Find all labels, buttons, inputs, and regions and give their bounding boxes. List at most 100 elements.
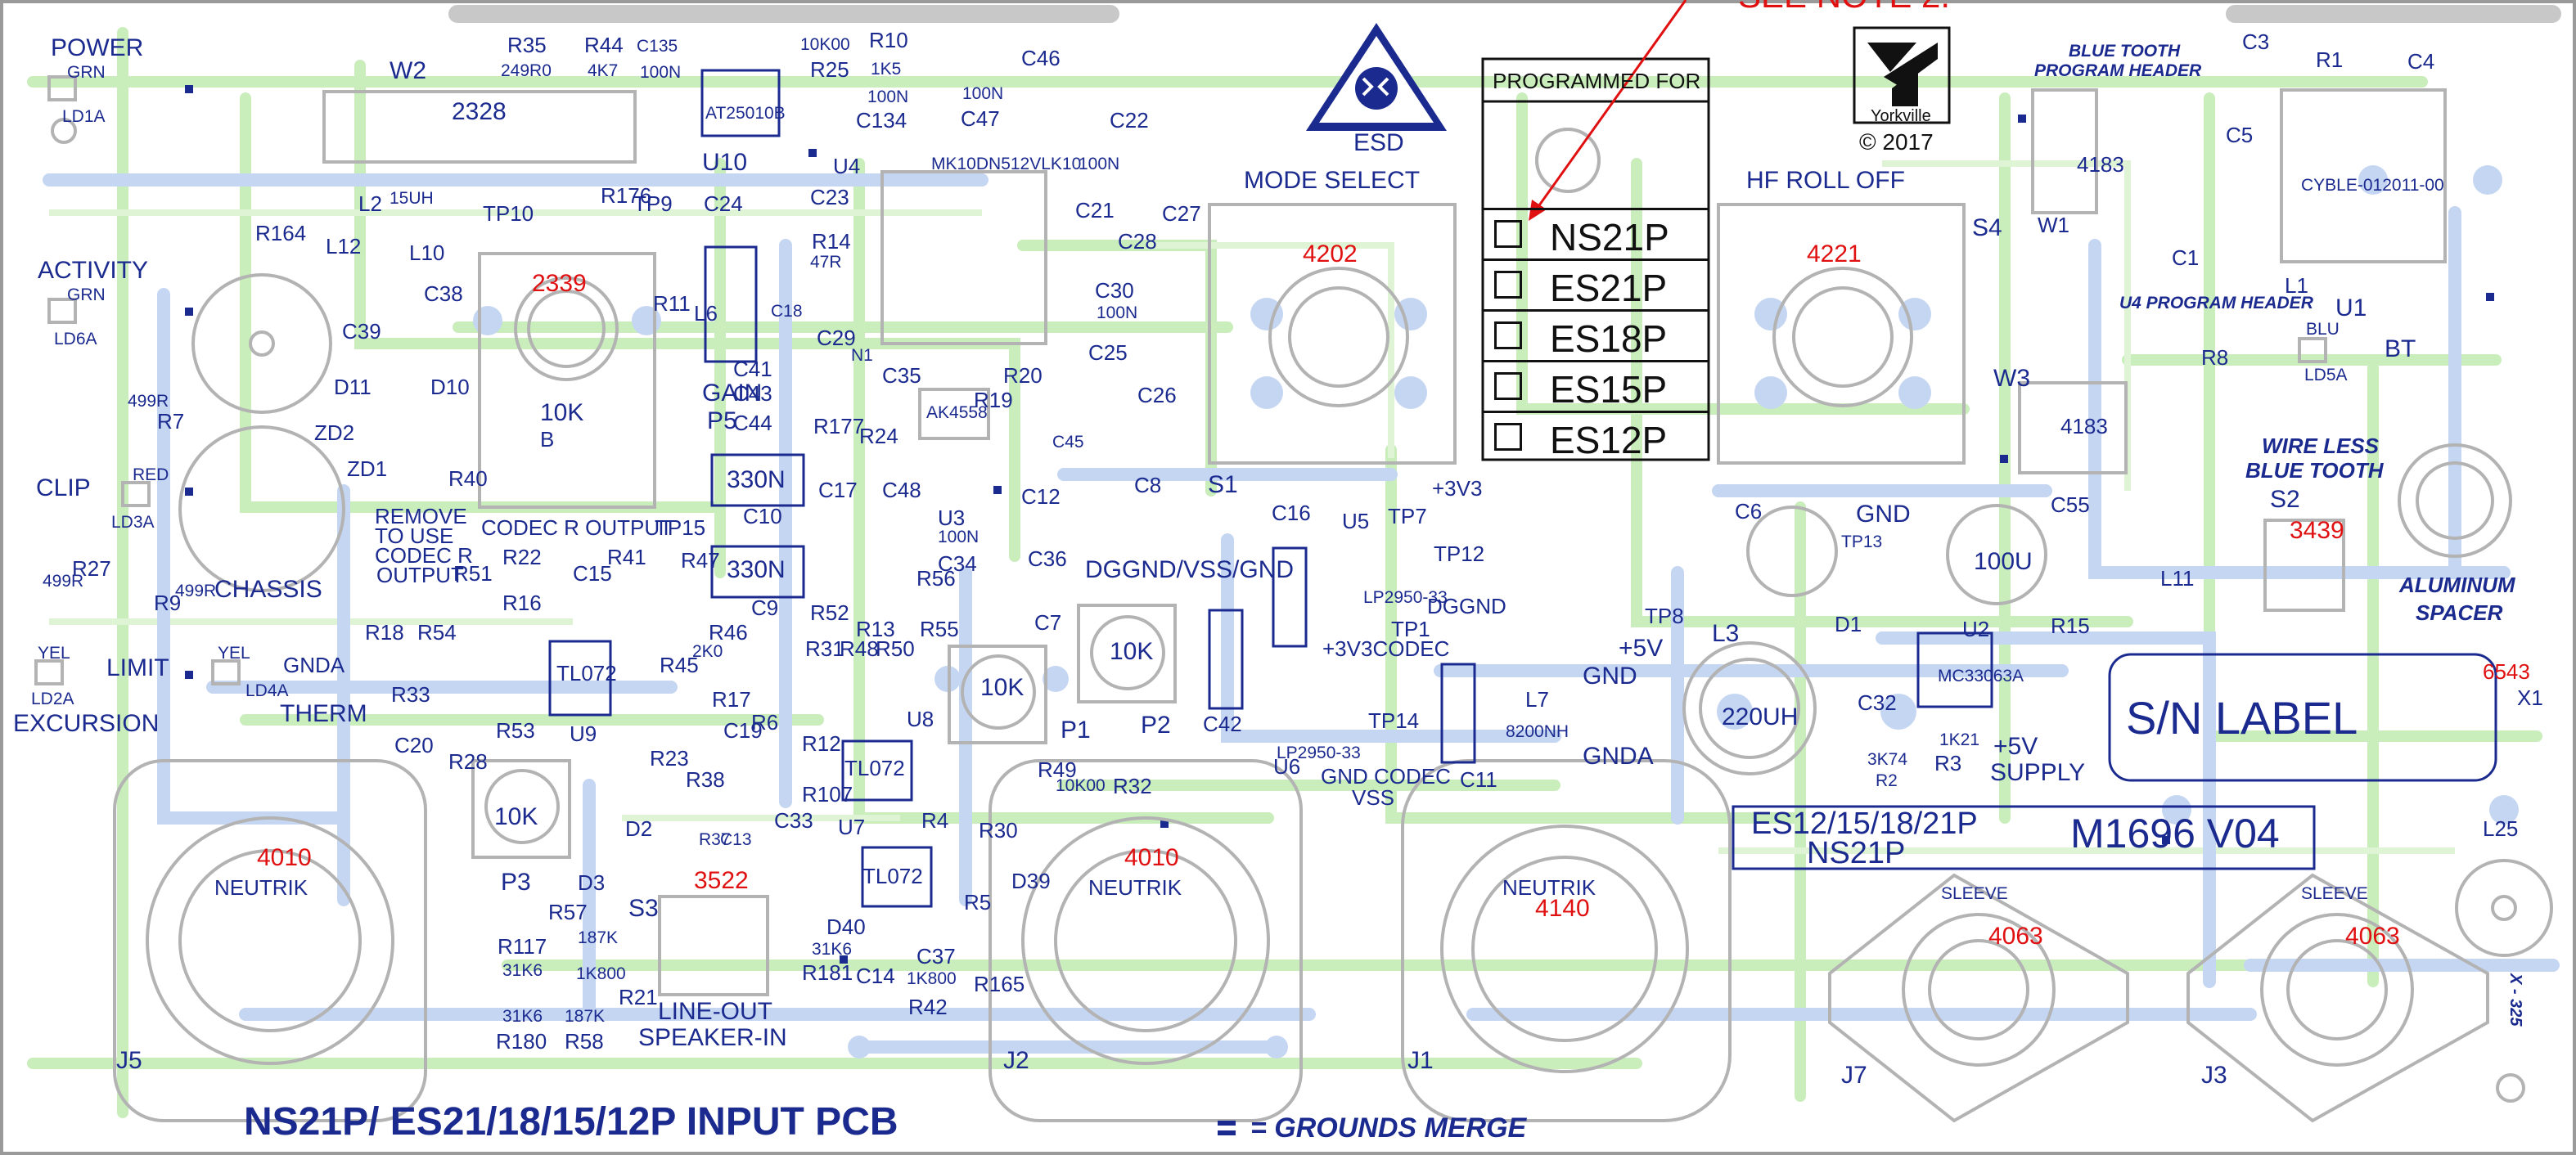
label-p4010a: 4010 xyxy=(257,844,312,871)
label-c33: C33 xyxy=(774,808,813,833)
label-r1k8a: 1K800 xyxy=(576,964,626,983)
label-r107: R107 xyxy=(802,782,853,807)
label-c134: C134 xyxy=(856,108,907,133)
label-c135: C135 xyxy=(637,37,678,56)
label-remove: REMOVE xyxy=(375,504,467,528)
label-zd1: ZD1 xyxy=(347,456,388,481)
label-p2: P2 xyxy=(1141,712,1171,739)
label-d2: D2 xyxy=(625,816,653,841)
label-r181: R181 xyxy=(802,960,853,985)
label-r17: R17 xyxy=(712,687,751,712)
label-ld1a: LD1A xyxy=(62,107,106,126)
label-r44v: 4K7 xyxy=(588,61,619,80)
label-c10: C10 xyxy=(743,504,782,528)
label-l2: L2 xyxy=(358,191,382,216)
label-c12: C12 xyxy=(1021,484,1061,509)
label-u10: U10 xyxy=(702,149,748,176)
label-r32: R32 xyxy=(1113,774,1152,798)
label-p10k1: 10K xyxy=(980,674,1025,701)
label-c9: C9 xyxy=(751,595,779,620)
label-c44: C44 xyxy=(733,411,772,435)
label-c30: C30 xyxy=(1095,278,1134,303)
label-c25: C25 xyxy=(1088,340,1128,365)
label-r7v: 499R xyxy=(128,392,169,411)
label-c21: C21 xyxy=(1075,198,1115,222)
label-r30: R30 xyxy=(979,818,1018,843)
programmed-for-header: PROGRAMMED FOR xyxy=(1493,69,1701,93)
label-c10v: 330N xyxy=(727,466,786,493)
label-c4: C4 xyxy=(2407,49,2435,74)
label-c35: C35 xyxy=(882,363,921,388)
label-d39: D39 xyxy=(1011,869,1051,893)
label-u5: U5 xyxy=(1342,509,1370,533)
label-r10: R10 xyxy=(869,28,908,52)
label-r27: R27 xyxy=(72,556,111,581)
label-c18: C18 xyxy=(771,302,803,321)
label-gain: GAIN xyxy=(702,380,763,407)
label-p3v3codec: +3V3CODEC xyxy=(1322,636,1450,661)
checkbox-icon xyxy=(1494,321,1522,349)
label-c19: C19 xyxy=(723,718,763,743)
label-u1: U1 xyxy=(2335,294,2367,321)
board-title: NS21P/ ES21/18/15/12P INPUT PCB xyxy=(244,1100,898,1144)
label-c15: C15 xyxy=(573,561,612,586)
label-dggnd2: DGGND xyxy=(1427,594,1506,618)
esd-icon xyxy=(1306,23,1447,131)
label-ld3a: LD3A xyxy=(111,513,155,532)
label-c42: C42 xyxy=(1203,712,1242,736)
see-note-label: SEE NOTE 2. xyxy=(1738,0,1950,13)
label-tp13: TP13 xyxy=(1841,533,1883,551)
label-l11: L11 xyxy=(2160,566,2195,591)
label-r57: R57 xyxy=(548,900,588,924)
esd-label: ESD xyxy=(1353,129,1404,156)
label-r176: R176 xyxy=(601,183,652,208)
label-p10k2: 10K xyxy=(1110,638,1154,665)
label-c5: C5 xyxy=(2226,123,2254,147)
label-r15: R15 xyxy=(2051,613,2090,638)
label-r13: R13 xyxy=(856,617,895,641)
label-r6: R6 xyxy=(751,710,779,735)
label-r36v: 31K6 xyxy=(812,940,853,959)
label-c26: C26 xyxy=(1137,383,1177,407)
label-r11: R11 xyxy=(653,291,691,316)
label-r24: R24 xyxy=(859,424,898,448)
label-p5v: +5V xyxy=(1619,635,1664,662)
label-c30v: 100N xyxy=(1097,303,1138,322)
label-modesel: MODE SELECT xyxy=(1244,167,1421,194)
label-vss: VSS xyxy=(1352,785,1395,810)
label-r177: R177 xyxy=(813,414,865,438)
label-c47v: 100N xyxy=(962,84,1004,103)
copyright-label: © 2017 xyxy=(1859,129,1934,155)
label-l3v: 220UH xyxy=(1722,703,1799,730)
label-r42: R42 xyxy=(908,995,948,1019)
model-desc-line2: NS21P xyxy=(1807,836,1906,870)
label-l7v: 8200NH xyxy=(1506,722,1569,741)
label-u4: U4 xyxy=(833,154,861,178)
label-p6543: 6543 xyxy=(2483,659,2530,684)
label-c41: C41 xyxy=(733,357,772,381)
label-r31: R31 xyxy=(805,636,844,661)
label-l12: L12 xyxy=(326,234,362,258)
label-j7: J7 xyxy=(1841,1062,1867,1089)
label-c55v: 100U xyxy=(1974,548,2033,575)
label-r54: R54 xyxy=(417,620,457,645)
programmed-model-label: ES18P xyxy=(1550,317,1668,360)
label-c135v: 100N xyxy=(640,63,682,82)
label-s1: S1 xyxy=(1208,471,1238,498)
label-r35: R35 xyxy=(507,33,547,57)
label-codecrout: CODEC R OUTPUT xyxy=(481,515,673,540)
programmed-model-label: ES15P xyxy=(1550,368,1668,411)
label-bthdr: BLUE TOOTH xyxy=(2069,42,2181,61)
label-r55: R55 xyxy=(920,617,959,641)
label-w3: W3 xyxy=(1993,365,2030,392)
label-r48: R48 xyxy=(840,636,879,661)
label-p4183b: 4183 xyxy=(2060,414,2108,438)
label-r41: R41 xyxy=(607,545,646,569)
label-at25: AT25010B xyxy=(705,104,786,123)
label-r1: R1 xyxy=(2316,47,2344,72)
checkbox-icon xyxy=(1494,220,1522,248)
label-s3: S3 xyxy=(628,895,659,922)
label-neutrik1: NEUTRIK xyxy=(214,875,308,900)
label-c38: C38 xyxy=(424,281,463,306)
